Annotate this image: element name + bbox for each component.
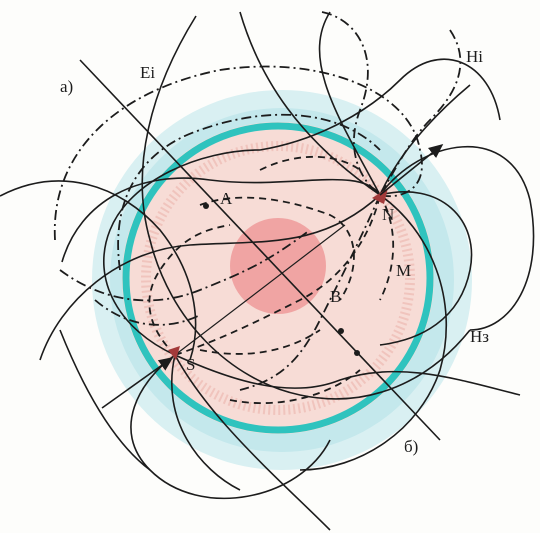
arrow-in: [101, 357, 174, 409]
dashed-line-6: [199, 329, 321, 355]
dashed-line-4: [199, 196, 355, 301]
dashdot-line-5: [379, 29, 462, 196]
dashdot-line-3: [117, 113, 381, 271]
field-line-4: [39, 194, 381, 361]
point-edge-dot: [354, 350, 360, 356]
label-pole-n: N: [382, 205, 394, 224]
dashed-line-3: [259, 155, 361, 171]
label-pole-s: S: [186, 355, 195, 374]
label-ei: Ei: [140, 63, 155, 82]
dashdot-line-1: [53, 65, 423, 241]
field-line-9: [239, 11, 381, 196]
label-point-a: A: [220, 189, 233, 208]
field-line-13: [174, 354, 331, 531]
dashed-line-2: [174, 194, 381, 356]
field-line-11: [130, 354, 331, 500]
dashed-line-7: [379, 194, 395, 301]
dashdot-line-2: [59, 229, 311, 302]
dashed-inner-lines: [148, 155, 395, 404]
solid-field-lines: [0, 11, 535, 531]
field-line-15: [170, 354, 241, 491]
label-b-axis: б): [404, 437, 418, 456]
field-line-10: [299, 194, 448, 471]
label-h3: Hз: [470, 327, 489, 346]
field-line-14: [102, 149, 261, 356]
field-line-2: [61, 177, 381, 263]
field-line-3: [0, 180, 197, 361]
field-line-8: [318, 11, 381, 196]
dashdot-line-6: [239, 194, 381, 391]
field-line-7: [379, 146, 535, 331]
dashdot-line-7: [94, 299, 201, 326]
magnet-axis: [174, 224, 346, 356]
south-pole-marker: [168, 346, 180, 360]
field-line-6: [379, 84, 471, 196]
label-a: а): [60, 77, 73, 96]
dashed-line-1: [148, 224, 231, 356]
field-line-12: [174, 354, 521, 396]
label-hi: Hi: [466, 47, 483, 66]
dashed-line-5: [229, 369, 361, 404]
arrow-out: [379, 143, 444, 196]
field-line-1: [141, 15, 471, 400]
point-b-dot: [338, 328, 344, 334]
dashdot-line-4: [321, 11, 381, 196]
dashdot-field-lines: [53, 11, 462, 391]
field-line-16: [59, 329, 151, 471]
field-line-5: [379, 191, 473, 346]
label-point-b: B: [330, 287, 341, 306]
field-line-17: [259, 58, 501, 151]
cyan-ring: [122, 122, 434, 434]
label-point-m: M: [396, 261, 411, 280]
point-a-dot: [203, 203, 209, 209]
axis-line: [79, 59, 441, 441]
